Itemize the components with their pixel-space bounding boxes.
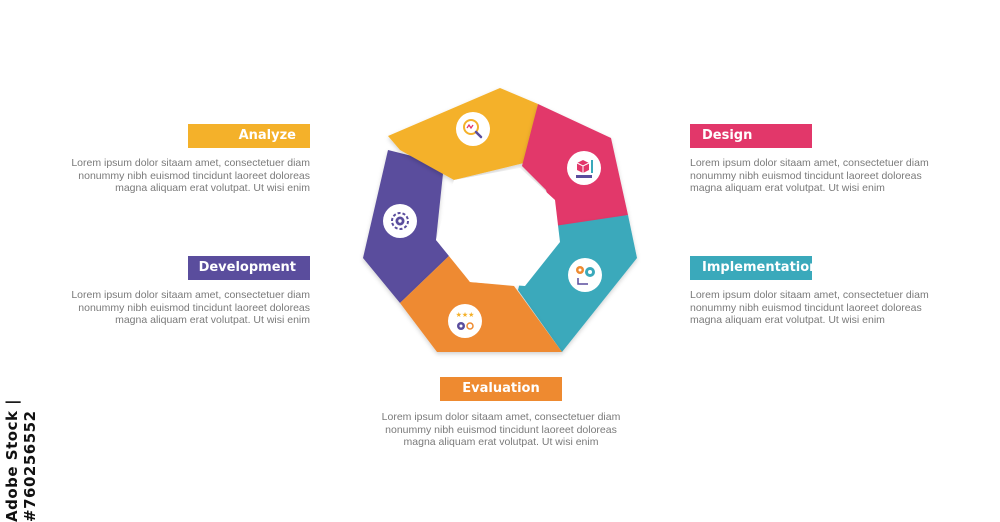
label-evaluation: Evaluation [440,377,562,401]
stars-gear-icon: ★★★ [448,304,482,338]
label-implementation: Implementation [690,256,818,280]
cube-ruler-icon [567,151,601,185]
desc-design: Lorem ipsum dolor sitaam amet, consectet… [690,157,929,194]
label-analyze: Analyze [188,124,310,148]
desc-evaluation: Lorem ipsum dolor sitaam amet, consectet… [381,411,621,448]
center-hole [436,168,560,286]
gear-cycle-icon [383,204,417,238]
desc-implementation: Lorem ipsum dolor sitaam amet, consectet… [690,289,929,326]
desc-analyze: Lorem ipsum dolor sitaam amet, consectet… [71,157,310,194]
process-cycle-diagram: ★★★ [363,88,637,352]
segment-evaluation[interactable] [400,255,562,352]
label-development: Development [188,256,310,280]
desc-development: Lorem ipsum dolor sitaam amet, consectet… [71,289,310,326]
label-design: Design [690,124,812,148]
stock-credit: Adobe Stock | #760256552 [3,398,39,522]
magnifier-chart-icon [456,112,490,146]
svg-text:★★★: ★★★ [456,311,475,319]
gears-flow-icon [568,258,602,292]
